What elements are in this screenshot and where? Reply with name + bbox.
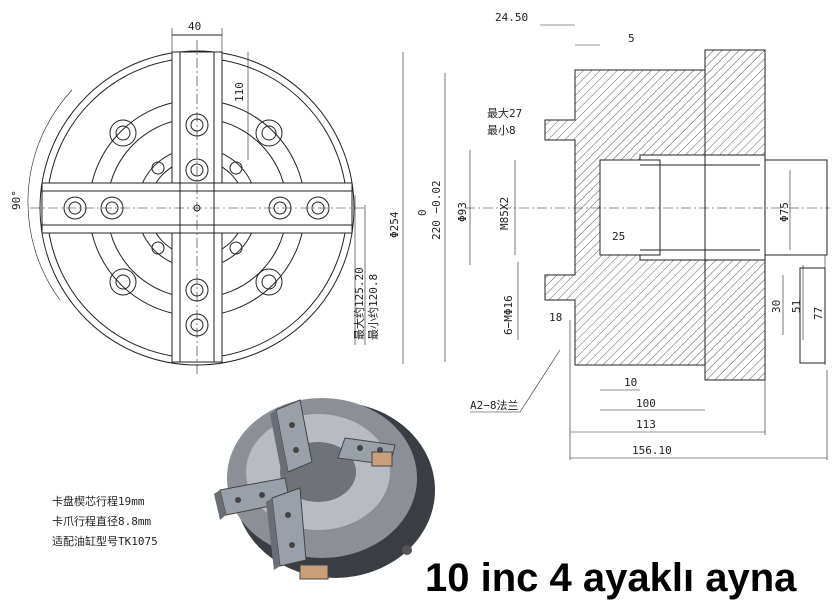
flange-label: A2−8法兰 [470, 398, 519, 412]
dim-113: 113 [636, 418, 656, 431]
mounting-bolts [109, 119, 283, 296]
dim-jaw-width: 40 [188, 20, 201, 33]
dim-254: Φ254 [388, 211, 401, 238]
dim-77: 77 [812, 307, 825, 320]
dim-24-50: 24.50 [495, 11, 528, 24]
dim-min-8: 最小8 [487, 124, 516, 137]
dim-156: 156.10 [632, 444, 672, 457]
dim-max-27: 最大27 [487, 106, 522, 120]
dim-51: 51 [790, 300, 803, 313]
dim-16: 6−MΦ16 [502, 295, 515, 335]
dim-93: Φ93 [456, 202, 469, 222]
dim-220: 220 −0.02 [430, 180, 443, 240]
dim-10: 10 [624, 376, 637, 389]
front-view [27, 28, 366, 375]
caption: 10 inc 4 ayaklı ayna [425, 556, 797, 600]
note-cylinder-model: 适配油缸型号TK1075 [52, 535, 158, 548]
dim-min-diameter: 最小约120.8 [367, 274, 380, 340]
dim-18: 18 [549, 311, 562, 324]
section-view [402, 24, 830, 460]
dim-30: 30 [770, 300, 783, 313]
dim-100: 100 [636, 397, 656, 410]
dim-75: Φ75 [778, 202, 791, 222]
dim-angle: 90° [10, 190, 23, 210]
dim-jaw-length: 110 [233, 82, 246, 102]
dim-max-diameter: 最大约125.20 [352, 267, 366, 340]
dim-m85: M85X2 [498, 197, 511, 230]
note-jaw-stroke: 卡爪行程直径8.8mm [52, 515, 152, 528]
note-wedge-stroke: 卡盘楔芯行程19mm [52, 495, 145, 508]
dim-25: 25 [612, 230, 625, 243]
chuck-3d-render [214, 398, 435, 580]
dim-5: 5 [628, 32, 635, 45]
dim-220-upper: 0 [416, 209, 429, 216]
